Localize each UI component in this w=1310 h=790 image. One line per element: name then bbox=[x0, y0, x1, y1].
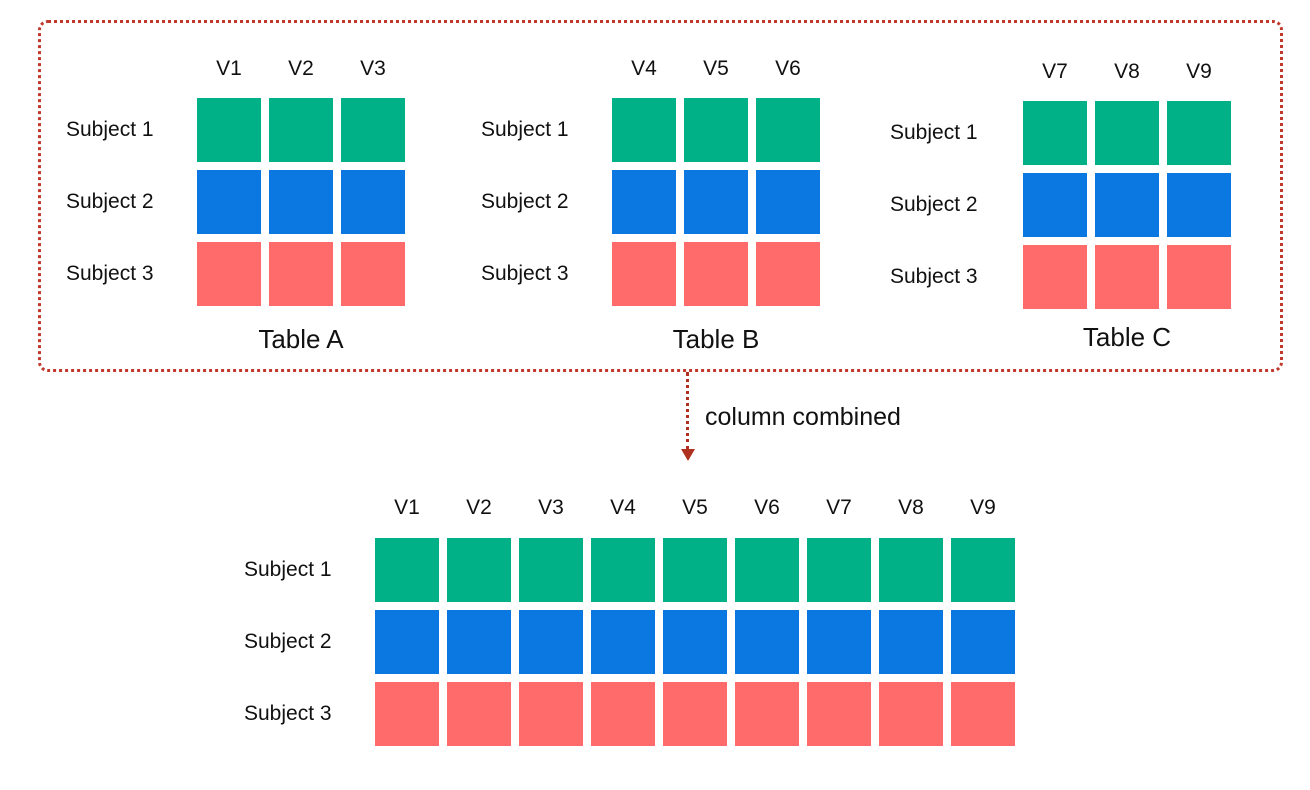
table-b-cell bbox=[756, 98, 820, 162]
table-b-caption: Table B bbox=[672, 324, 760, 354]
table-c-cell bbox=[1167, 245, 1231, 309]
table-c-col-header: V8 bbox=[1114, 60, 1140, 83]
table-b-cell bbox=[756, 170, 820, 234]
table-b-cell bbox=[684, 242, 748, 306]
table-c-cell bbox=[1095, 173, 1159, 237]
combined-table-cell bbox=[519, 610, 583, 674]
table-a-cell bbox=[269, 242, 333, 306]
combined-table-cell bbox=[519, 538, 583, 602]
table-c-cell bbox=[1167, 101, 1231, 165]
table-a-cell bbox=[341, 98, 405, 162]
combined-table-cell bbox=[591, 538, 655, 602]
combined-table-row-label: Subject 1 bbox=[244, 558, 332, 581]
table-b-row-label: Subject 3 bbox=[481, 262, 569, 285]
table-a-cell bbox=[341, 242, 405, 306]
table-b-col-header: V6 bbox=[775, 57, 801, 80]
table-a-caption: Table A bbox=[258, 324, 344, 354]
table-c-row-label: Subject 2 bbox=[890, 193, 978, 216]
table-a-row-label: Subject 2 bbox=[66, 190, 154, 213]
table-b-cell bbox=[684, 98, 748, 162]
combined-table-cell bbox=[879, 682, 943, 746]
combined-table-cell bbox=[375, 610, 439, 674]
table-c-cell bbox=[1023, 173, 1087, 237]
combined-table-cell bbox=[663, 682, 727, 746]
combined-table-col-header: V3 bbox=[538, 496, 564, 519]
table-c-caption: Table C bbox=[1082, 322, 1172, 352]
combined-table-cell bbox=[447, 538, 511, 602]
table-b-row-label: Subject 2 bbox=[481, 190, 569, 213]
table-b-cell bbox=[612, 242, 676, 306]
table-a-col-header: V2 bbox=[288, 57, 314, 80]
table-c-cell bbox=[1095, 101, 1159, 165]
table-c-cell bbox=[1023, 245, 1087, 309]
combined-table-cell bbox=[879, 538, 943, 602]
combined-table-cell bbox=[951, 538, 1015, 602]
table-a-cell bbox=[197, 170, 261, 234]
combined-table-col-header: V9 bbox=[970, 496, 996, 519]
flow-arrow-label: column combined bbox=[705, 403, 901, 431]
combined-table-cell bbox=[807, 682, 871, 746]
combined-table-cell bbox=[951, 682, 1015, 746]
combined-table-cell bbox=[375, 682, 439, 746]
table-c-row-label: Subject 3 bbox=[890, 265, 978, 288]
table-a-row-label: Subject 3 bbox=[66, 262, 154, 285]
table-b-col-header: V5 bbox=[703, 57, 729, 80]
table-b-row-label: Subject 1 bbox=[481, 118, 569, 141]
combined-table-col-header: V5 bbox=[682, 496, 708, 519]
combined-table-cell bbox=[735, 538, 799, 602]
table-a-cell bbox=[197, 98, 261, 162]
table-b-cell bbox=[612, 98, 676, 162]
combined-table-cell bbox=[519, 682, 583, 746]
table-a-cell bbox=[269, 98, 333, 162]
combined-table-cell bbox=[375, 538, 439, 602]
table-a-cell bbox=[269, 170, 333, 234]
table-c-cell bbox=[1167, 173, 1231, 237]
combined-table-cell bbox=[807, 610, 871, 674]
table-c-row-label: Subject 1 bbox=[890, 121, 978, 144]
combined-table-cell bbox=[447, 682, 511, 746]
combined-table-col-header: V4 bbox=[610, 496, 636, 519]
table-b-cell bbox=[684, 170, 748, 234]
table-c-col-header: V9 bbox=[1186, 60, 1212, 83]
table-a-cell bbox=[197, 242, 261, 306]
table-c-cell bbox=[1095, 245, 1159, 309]
combined-table-cell bbox=[447, 610, 511, 674]
combined-table-col-header: V8 bbox=[898, 496, 924, 519]
table-a-cell bbox=[341, 170, 405, 234]
combined-table-cell bbox=[591, 682, 655, 746]
combined-table-cell bbox=[591, 610, 655, 674]
combined-table-cell bbox=[663, 610, 727, 674]
table-b-cell bbox=[612, 170, 676, 234]
table-b-col-header: V4 bbox=[631, 57, 657, 80]
combined-table-cell bbox=[663, 538, 727, 602]
flow-arrow-line bbox=[686, 372, 689, 450]
combined-table-cell bbox=[807, 538, 871, 602]
combined-table-col-header: V7 bbox=[826, 496, 852, 519]
combined-table-cell bbox=[735, 610, 799, 674]
table-a-col-header: V3 bbox=[360, 57, 386, 80]
combined-table-cell bbox=[951, 610, 1015, 674]
flow-arrow-head-icon bbox=[681, 449, 695, 461]
combined-table-col-header: V6 bbox=[754, 496, 780, 519]
table-a-row-label: Subject 1 bbox=[66, 118, 154, 141]
combined-table-col-header: V1 bbox=[394, 496, 420, 519]
combined-table-row-label: Subject 3 bbox=[244, 702, 332, 725]
combined-table-row-label: Subject 2 bbox=[244, 630, 332, 653]
table-a-col-header: V1 bbox=[216, 57, 242, 80]
combined-table-cell bbox=[735, 682, 799, 746]
combined-table-col-header: V2 bbox=[466, 496, 492, 519]
table-b-cell bbox=[756, 242, 820, 306]
source-tables-frame bbox=[38, 20, 1283, 372]
combined-table-cell bbox=[879, 610, 943, 674]
table-c-cell bbox=[1023, 101, 1087, 165]
table-c-col-header: V7 bbox=[1042, 60, 1068, 83]
